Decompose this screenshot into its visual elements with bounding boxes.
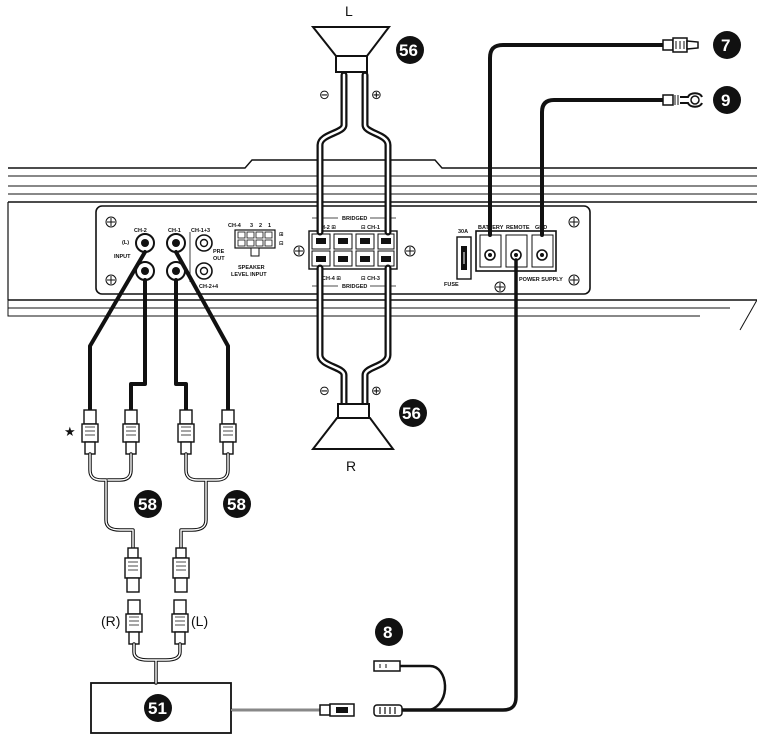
callout-56-left (396, 36, 424, 64)
remote-connector-bottom (373, 704, 403, 717)
panel-screw (494, 281, 506, 293)
callout-7 (713, 31, 741, 59)
right-plus-mark: ⊕ (371, 383, 382, 398)
rca-plug-l (171, 599, 189, 645)
speaker-left: L 56 (310, 3, 424, 73)
speaker-level-num-3: 3 (250, 223, 253, 229)
ch24-label: CH-2+4 (199, 284, 219, 290)
rca-plugs-upper (81, 409, 237, 455)
speaker-wires (316, 71, 392, 409)
callout-56-left-number: 56 (399, 41, 418, 60)
callout-58-right (223, 490, 251, 518)
left-minus-mark: ⊖ (319, 87, 330, 102)
rca-jack-pre-out-13[interactable] (195, 234, 213, 252)
speaker-level-plus-mark: ⊞ (279, 232, 284, 238)
panel-screw (105, 216, 117, 228)
rca-input-cables (88, 250, 230, 412)
callout-58-left-number: 58 (138, 495, 157, 514)
ground-ring-terminal (662, 92, 703, 108)
input-left-marker: (L) (122, 240, 129, 246)
speaker-level-label-2: LEVEL INPUT (231, 272, 267, 278)
speaker-left-label: L (345, 3, 353, 19)
fuse-rating: 30A (458, 229, 468, 235)
rca-plugs-head-unit (125, 599, 189, 645)
callout-8-number: 8 (383, 623, 392, 642)
rca-jack-ch1-l[interactable] (166, 233, 186, 253)
bridged-bottom-label: BRIDGED (342, 284, 367, 290)
remote-terminal-label: REMOTE (506, 225, 530, 231)
ch2-input-label: CH-2 (134, 228, 147, 234)
callout-51 (144, 694, 172, 722)
panel-screw (568, 274, 580, 286)
rca-jack-ch1-r[interactable] (166, 261, 186, 281)
star-marker: ★ (64, 424, 76, 439)
panel-screw (404, 245, 416, 257)
speaker-level-ch4-label: CH-4 (228, 223, 242, 229)
terminal-ch1-label: ⊟ CH-1 (361, 225, 380, 231)
rca-plug (172, 547, 190, 593)
rca-plug (177, 409, 195, 455)
connector-panel: CH-2 CH-1 CH-1+3 (L) INPUT PRE OUT CH-2+… (95, 205, 591, 295)
rca-plug (122, 409, 140, 455)
rca-y-cables (88, 452, 230, 550)
rca-jack-pre-out-24[interactable] (195, 262, 213, 280)
terminal-ch2-label: CH-2 ⊞ (317, 225, 336, 231)
left-plus-mark: ⊕ (371, 87, 382, 102)
rca-plug (81, 409, 99, 455)
speaker-level-label-1: SPEAKER (238, 265, 265, 271)
rca-right-label: (R) (101, 613, 120, 629)
remote-cable (398, 258, 518, 712)
rca-plug (124, 547, 142, 593)
callout-8 (375, 618, 403, 646)
battery-cable (488, 43, 665, 237)
ch13-label: CH-1+3 (191, 228, 210, 234)
battery-ring-connector (662, 37, 699, 53)
speaker-terminal-block[interactable] (308, 230, 398, 270)
callout-58-left (134, 490, 162, 518)
callout-7-number: 7 (721, 36, 730, 55)
amplifier-chassis (7, 159, 757, 331)
callout-56-right-number: 56 (402, 404, 421, 423)
fuse-label: FUSE (444, 282, 459, 288)
head-unit: 51 (90, 682, 232, 734)
rca-left-label: (L) (191, 613, 208, 629)
terminal-ch4-label: CH-4 ⊞ (322, 276, 341, 282)
panel-screw (293, 245, 305, 257)
rca-y-female-ends (124, 547, 190, 593)
rca-jack-ch2-l[interactable] (135, 233, 155, 253)
callout-58-right-number: 58 (227, 495, 246, 514)
callout-9-number: 9 (721, 91, 730, 110)
panel-screw (568, 216, 580, 228)
head-unit-rca-lead (132, 642, 182, 685)
pre-out-label-1: PRE (213, 249, 225, 255)
pre-out-label-2: OUT (213, 256, 225, 262)
speaker-level-num-2: 2 (259, 223, 262, 229)
speaker-right-label: R (346, 458, 356, 474)
speaker-level-num-1: 1 (268, 223, 271, 229)
bridged-top-label: BRIDGED (342, 216, 367, 222)
right-minus-mark: ⊖ (319, 383, 330, 398)
fuse[interactable] (456, 236, 472, 280)
remote-connector-top (373, 660, 401, 672)
input-label: INPUT (114, 254, 131, 260)
terminal-ch3-label: ⊟ CH-3 (361, 276, 380, 282)
ch1-input-label: CH-1 (168, 228, 181, 234)
speaker-right: R 56 (310, 399, 427, 474)
power-supply-label: POWER SUPPLY (519, 277, 563, 283)
callout-56-right (399, 399, 427, 427)
callout-51-number: 51 (148, 699, 167, 718)
head-unit-remote-lead (231, 703, 355, 717)
callout-9 (713, 86, 741, 114)
speaker-level-minus-mark: ⊟ (279, 241, 284, 247)
speaker-level-input-connector[interactable] (234, 229, 276, 257)
rca-plug (219, 409, 237, 455)
panel-screw (105, 274, 117, 286)
ground-cable (540, 98, 665, 237)
rca-plug-r (125, 599, 143, 645)
